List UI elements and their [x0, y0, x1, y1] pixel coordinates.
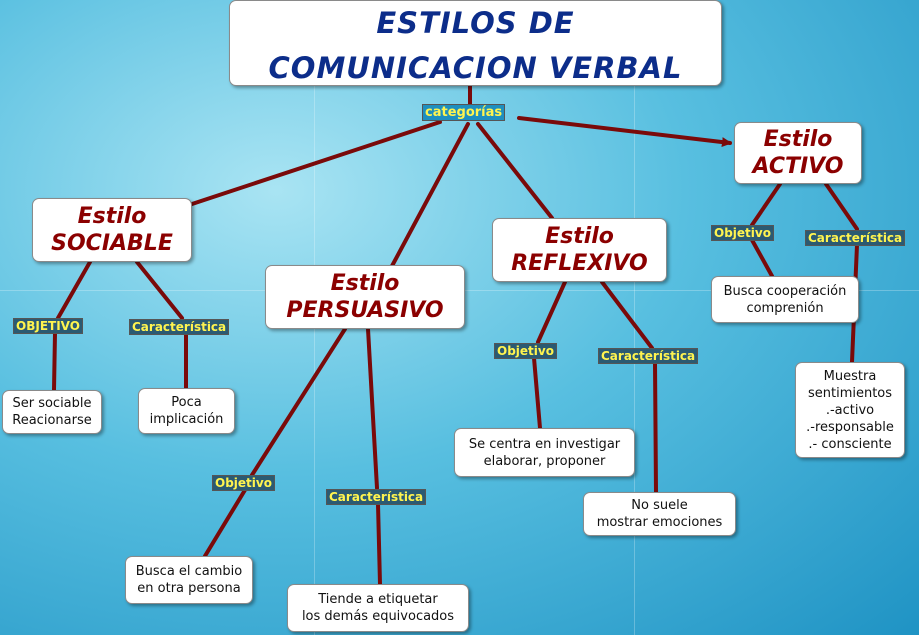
link-categories-sociable — [190, 120, 442, 206]
tag-sociable-caracteristica: Característica — [129, 319, 230, 335]
link-reflexivo-caracteristica — [600, 280, 654, 350]
link-sociable-objetivo-leaf — [52, 331, 57, 392]
leaf-line: No suele — [631, 498, 688, 513]
leaf-line: Se centra en investigar — [468, 436, 621, 452]
leaf-line: los demás equivocados — [301, 609, 455, 624]
title-line-2: COMUNICACION VERBAL — [268, 51, 683, 85]
leaf-persuasivo-caracteristica: Tiende a etiquetar los demás equivocados — [287, 584, 469, 632]
style-persuasivo: Estilo PERSUASIVO — [265, 265, 465, 329]
link-activo-objetivo-leaf — [750, 238, 774, 278]
link-activo-objetivo — [750, 182, 782, 227]
leaf-reflexivo-caracteristica: No suele mostrar emociones — [583, 492, 736, 536]
title-line-1: ESTILOS DE — [376, 6, 575, 40]
link-persuasivo-objetivo-leaf — [203, 488, 247, 558]
style-reflexivo-line2: REFLEXIVO — [511, 251, 648, 276]
categories-tag: categorías — [422, 104, 506, 121]
leaf-line: sentimientos — [807, 385, 893, 401]
style-sociable: Estilo SOCIABLE — [32, 198, 192, 262]
style-sociable-line2: SOCIABLE — [51, 231, 173, 256]
leaf-line: implicación — [149, 412, 224, 427]
link-activo-caracteristica — [824, 182, 859, 231]
style-persuasivo-line2: PERSUASIVO — [286, 298, 444, 323]
style-activo: Estilo ACTIVO — [734, 122, 862, 184]
tag-reflexivo-objetivo: Objetivo — [494, 343, 557, 359]
link-categories-persuasivo — [390, 122, 470, 268]
leaf-line: en otra persona — [137, 581, 241, 596]
leaf-line: comprenión — [746, 300, 824, 316]
link-sociable-objetivo — [56, 260, 92, 320]
link-sociable-caracteristica — [135, 260, 184, 320]
tag-activo-objetivo: Objetivo — [711, 225, 774, 241]
leaf-sociable-objetivo: Ser sociable Reacionarse — [2, 390, 102, 434]
style-activo-line2: ACTIVO — [752, 154, 844, 179]
style-sociable-line1: Estilo — [77, 204, 147, 229]
link-categories-activo — [517, 116, 732, 148]
leaf-sociable-caracteristica: Poca implicación — [138, 388, 235, 434]
style-reflexivo: Estilo REFLEXIVO — [492, 218, 667, 282]
link-reflexivo-objetivo-leaf — [532, 356, 542, 430]
title-box: ESTILOS DE COMUNICACION VERBAL — [229, 0, 722, 86]
leaf-line: mostrar emociones — [596, 515, 723, 530]
style-persuasivo-line1: Estilo — [330, 271, 400, 296]
leaf-line: Busca el cambio — [135, 564, 243, 579]
leaf-activo-caracteristica: Muestra sentimientos .-activo .-responsa… — [795, 362, 905, 458]
style-activo-line1: Estilo — [763, 127, 833, 152]
leaf-line: .-activo — [825, 402, 875, 418]
tag-persuasivo-objetivo: Objetivo — [212, 475, 275, 491]
link-persuasivo-caracteristica-leaf — [376, 502, 382, 586]
tag-sociable-objetivo: OBJETIVO — [13, 318, 83, 334]
leaf-line: .-responsable — [806, 419, 894, 435]
leaf-line: .- consciente — [808, 436, 892, 452]
tag-reflexivo-caracteristica: Característica — [598, 348, 699, 364]
link-persuasivo-caracteristica — [366, 327, 379, 490]
leaf-line: elaborar, proponer — [483, 453, 606, 469]
link-reflexivo-caracteristica-leaf — [653, 361, 658, 494]
link-reflexivo-objetivo — [536, 280, 567, 344]
leaf-reflexivo-objetivo: Se centra en investigar elaborar, propon… — [454, 428, 635, 477]
link-categories-reflexivo — [476, 122, 554, 220]
tag-persuasivo-caracteristica: Característica — [326, 489, 427, 505]
leaf-line: Muestra — [823, 368, 877, 384]
tile-divider — [634, 0, 635, 635]
leaf-line: Busca cooperación — [723, 283, 847, 299]
link-persuasivo-objetivo — [250, 327, 347, 477]
leaf-line: Ser sociable — [12, 396, 92, 411]
leaf-line: Reacionarse — [12, 413, 92, 428]
leaf-persuasivo-objetivo: Busca el cambio en otra persona — [125, 556, 253, 604]
leaf-activo-objetivo: Busca cooperación comprenión — [711, 276, 859, 323]
leaf-line: Tiende a etiquetar — [318, 592, 438, 607]
tag-activo-caracteristica: Característica — [805, 230, 906, 246]
style-reflexivo-line1: Estilo — [545, 224, 614, 249]
leaf-line: Poca — [171, 395, 202, 410]
